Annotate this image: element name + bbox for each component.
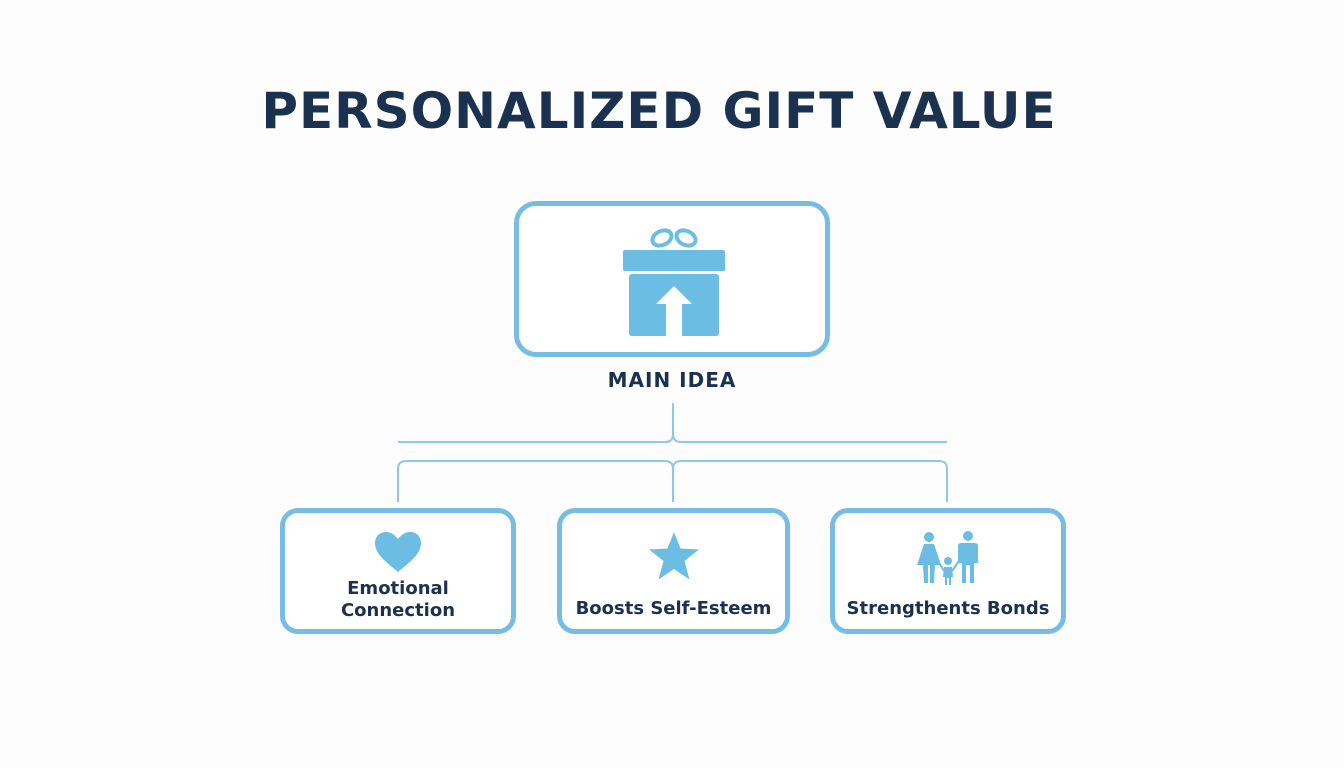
strengthens-bonds-label: Strengthents Bonds — [846, 598, 1050, 619]
connector-branch-right — [672, 460, 948, 502]
emotional-connection-label-line-1: Emotional — [347, 578, 449, 599]
main-idea-label: MAIN IDEA — [607, 368, 737, 392]
connector-main-right — [672, 433, 947, 443]
boosts-self-esteem-box: Boosts Self-Esteem — [557, 508, 790, 634]
strengthens-bonds-box: Strengthents Bonds — [830, 508, 1066, 634]
diagram-title: PERSONALIZED GIFT VALUE — [261, 82, 1057, 140]
gift-box-arrow-up-icon — [623, 228, 725, 336]
connector-main-left — [398, 403, 674, 443]
main-idea-box — [514, 201, 830, 357]
boosts-self-esteem-label: Boosts Self-Esteem — [575, 598, 772, 619]
star-icon — [648, 532, 699, 580]
connector-branch-left — [397, 460, 674, 502]
emotional-connection-label: Emotional Connection — [285, 578, 511, 622]
emotional-connection-box: Emotional Connection — [280, 508, 516, 634]
emotional-connection-label-line-2: Connection — [340, 600, 456, 621]
family-icon — [917, 531, 978, 585]
heart-icon — [375, 532, 421, 572]
